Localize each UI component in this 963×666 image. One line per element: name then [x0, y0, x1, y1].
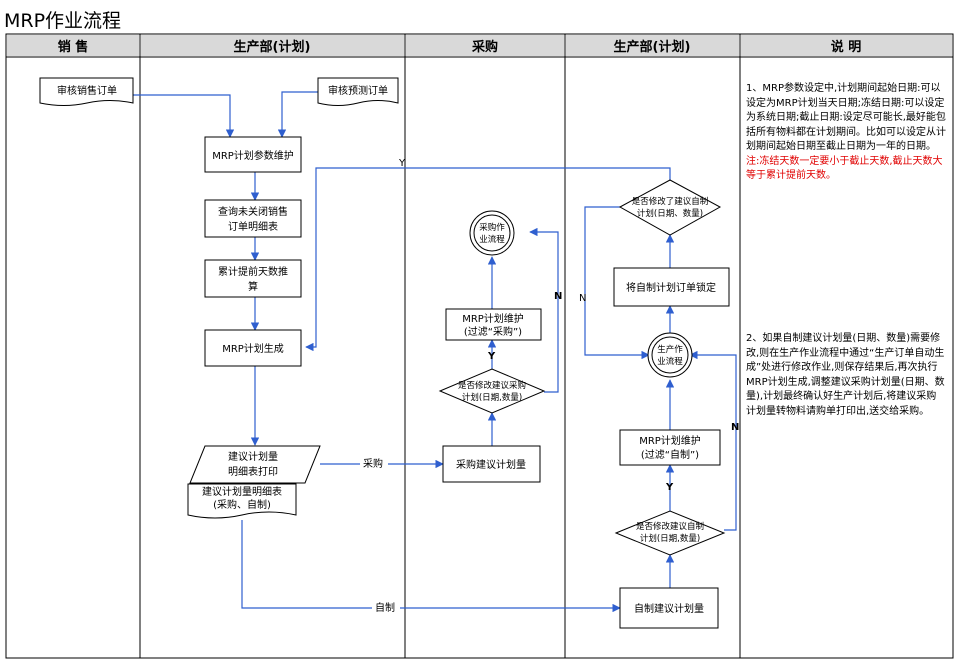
suggest-doc-label-1: 建议计划量明细表 [202, 485, 282, 498]
production-flow-label-2: 业流程 [657, 356, 683, 367]
lead-time-label-1: 累计提前天数推 [218, 265, 288, 278]
purchase-maint-label-1: MRP计划维护 [462, 312, 524, 325]
purchase-decision-label-2: 计划(日期,数量) [462, 392, 522, 403]
mrp-params-box [204, 136, 302, 173]
swimlane-frame [5, 33, 954, 659]
query-open-label-1: 查询未关闭销售 [218, 205, 288, 218]
query-open-label-2: 订单明细表 [228, 220, 278, 233]
page-title: MRP作业流程 [4, 10, 122, 32]
yes-label-self: Y [665, 482, 674, 493]
note-1-warning: 注:冻结天数一定要小于截止天数,截止天数大等于累计提前天数。 [746, 155, 943, 182]
note-1-text: 1、MRP参数设定中,计划期间起始日期:可以设定为MRP计划当天日期;冻结日期:… [746, 83, 946, 152]
note-2: 2、如果自制建议计划量(日期、数量)需要修改,则在生产作业流程中通过“生产订单自… [746, 332, 946, 419]
forecast-order-label: 审核预测订单 [328, 84, 388, 97]
lead-time-label-2: 算 [248, 280, 258, 293]
sales-order-label: 审核销售订单 [57, 84, 117, 97]
self-maint-label-2: (过滤“自制”) [641, 448, 699, 461]
lead-time-box [204, 259, 302, 298]
purchase-plan-box [442, 445, 541, 483]
suggest-doc-label-2: (采购、自制) [213, 498, 271, 511]
purchase-maint-label-2: (过滤“采购”) [464, 325, 522, 338]
self-decision-label-1: 是否修改建议自制 [636, 521, 704, 532]
lane-header-notes: 说 明 [831, 39, 862, 55]
self-maint-box [619, 429, 721, 466]
print-plan-label-1: 建议计划量 [228, 450, 278, 463]
self-made-flow-tag: 自制 [375, 601, 395, 614]
print-plan-shape [189, 445, 321, 484]
lane-headers [7, 35, 952, 56]
purchase-modify-decision [438, 368, 546, 414]
self-maint-label-1: MRP计划维护 [639, 434, 701, 447]
lock-decision-label-2: 计划(日期、数量) [637, 208, 703, 219]
note-2-text: 2、如果自制建议计划量(日期、数量)需要修改,则在生产作业流程中通过“生产订单自… [746, 333, 945, 417]
query-open-orders-box [204, 199, 302, 238]
no-label-self: N [731, 422, 739, 433]
purchase-flow-tag: 采购 [363, 457, 383, 470]
self-modify-decision [614, 510, 726, 556]
purchase-flow-label-2: 业流程 [479, 234, 505, 245]
purchase-maint-box [445, 308, 542, 341]
lane-header-purchase: 采购 [471, 39, 498, 55]
lane-header-production-1: 生产部(计划) [234, 39, 311, 55]
mrp-params-label: MRP计划参数维护 [212, 149, 294, 162]
yes-label-top: Y [398, 158, 406, 169]
lane-header-sales: 销 售 [58, 39, 89, 55]
print-plan-label-2: 明细表打印 [228, 465, 278, 478]
lane-header-production-2: 生产部(计划) [614, 39, 691, 55]
note-1: 1、MRP参数设定中,计划期间起始日期:可以设定为MRP计划当天日期;冻结日期:… [746, 82, 946, 184]
no-label-purchase: N [554, 291, 562, 302]
forecast-order-doc [317, 77, 399, 106]
self-decision-label-2: 计划(日期,数量) [640, 533, 700, 544]
mrp-generate-label: MRP计划生成 [222, 342, 284, 355]
self-plan-box [619, 587, 719, 629]
purchase-plan-label: 采购建议计划量 [456, 458, 526, 471]
mrp-generate-box [204, 329, 302, 367]
flow-lines [133, 91, 737, 613]
purchase-decision-label-1: 是否修改建议采购 [458, 380, 526, 391]
lock-order-box [613, 267, 730, 307]
yes-label-purchase: Y [487, 351, 496, 362]
no-label-lock: N [579, 293, 586, 304]
lock-decision-label-1: 是否修改了建议自制 [632, 196, 709, 207]
purchase-flow-label-1: 采购作 [479, 222, 505, 233]
lock-order-label: 将自制计划订单锁定 [626, 281, 716, 294]
self-plan-label: 自制建议计划量 [634, 602, 704, 615]
production-flow-label-1: 生产作 [657, 344, 683, 355]
suggest-plan-doc [187, 483, 297, 519]
lock-modify-decision [618, 179, 722, 236]
sales-order-doc [39, 77, 134, 106]
